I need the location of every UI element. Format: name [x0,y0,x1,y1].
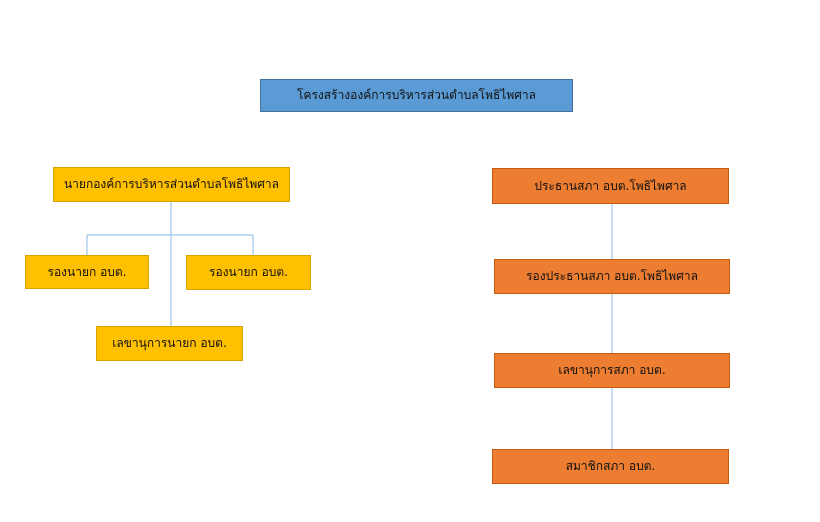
council-secretary-label: เลขานุการสภา อบต. [558,363,666,377]
deputy-mayor-box-2: รองนายก อบต. [186,255,311,290]
council-members-label: สมาชิกสภา อบต. [565,459,656,473]
council-secretary-box: เลขานุการสภา อบต. [494,353,730,388]
org-title: โครงสร้างองค์การบริหารส่วนตำบลโพธิไพศาล [297,88,536,102]
council-vice-president-box: รองประธานสภา อบต.โพธิไพศาล [494,259,730,294]
mayor-secretary-box: เลขานุการนายก อบต. [96,326,243,361]
deputy-mayor-label-2: รองนายก อบต. [209,265,288,279]
deputy-mayor-label-1: รองนายก อบต. [47,264,127,279]
mayor-secretary-label: เลขานุการนายก อบต. [112,336,227,350]
council-members-box: สมาชิกสภา อบต. [492,449,729,484]
council-president-label: ประธานสภา อบต.โพธิไพศาล [534,178,687,193]
mayor-box: นายกองค์การบริหารส่วนตำบลโพธิไพศาล [53,167,290,202]
council-president-box: ประธานสภา อบต.โพธิไพศาล [492,168,729,204]
council-vice-president-label: รองประธานสภา อบต.โพธิไพศาล [526,269,698,283]
org-title-box: โครงสร้างองค์การบริหารส่วนตำบลโพธิไพศาล [260,79,573,112]
mayor-label: นายกองค์การบริหารส่วนตำบลโพธิไพศาล [63,177,280,191]
deputy-mayor-box-1: รองนายก อบต. [25,255,149,289]
